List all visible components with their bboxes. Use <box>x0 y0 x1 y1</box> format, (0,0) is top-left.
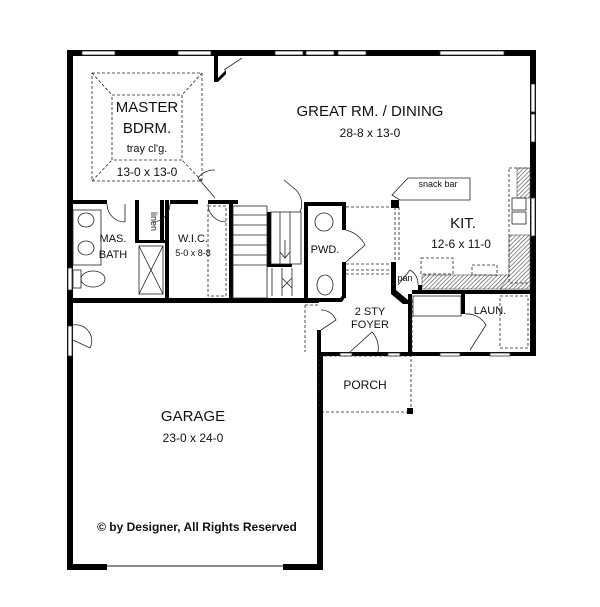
mas-bath-name-2: BATH <box>99 249 128 261</box>
pantry-label: pan <box>397 273 412 283</box>
wic-dims: 5-0 x 8-8 <box>175 248 211 258</box>
tray-ceiling <box>91 72 203 182</box>
master-name-1: MASTER <box>116 99 179 116</box>
kitchen-dims: 12-6 x 11-0 <box>431 237 491 251</box>
doors <box>72 57 487 353</box>
windows <box>67 50 536 567</box>
porch-outline <box>317 355 413 414</box>
kitchen-fixtures <box>346 167 532 349</box>
kitchen-name: KIT. <box>450 215 476 232</box>
mas-bath-name-1: MAS. <box>100 233 127 245</box>
wic-name: W.I.C. <box>178 233 208 245</box>
interior-walls <box>67 56 536 354</box>
snack-bar-label: snack bar <box>418 179 457 189</box>
openings <box>304 263 413 352</box>
great-room-name: GREAT RM. / DINING <box>297 103 444 120</box>
porch-name: PORCH <box>343 378 386 392</box>
powder-name: PWD. <box>311 244 340 256</box>
room-labels: MASTER BDRM. tray cl'g. 13-0 x 13-0 GREA… <box>97 99 506 534</box>
master-dims: 13-0 x 13-0 <box>117 165 178 179</box>
master-name-2: BDRM. <box>123 120 171 137</box>
linen-label: linen <box>149 212 159 231</box>
garage-name: GARAGE <box>161 408 225 425</box>
stairs <box>232 205 302 299</box>
bath-fixtures <box>72 205 334 297</box>
laundry-name: LAUN. <box>474 305 506 317</box>
master-note: tray cl'g. <box>127 143 168 155</box>
garage-dims: 23-0 x 24-0 <box>163 431 224 445</box>
foyer-name-1: 2 STY <box>355 306 386 318</box>
great-room-dims: 28-8 x 13-0 <box>340 126 401 140</box>
foyer-name-2: FOYER <box>351 319 389 331</box>
copyright-notice: © by Designer, All Rights Reserved <box>97 520 297 534</box>
